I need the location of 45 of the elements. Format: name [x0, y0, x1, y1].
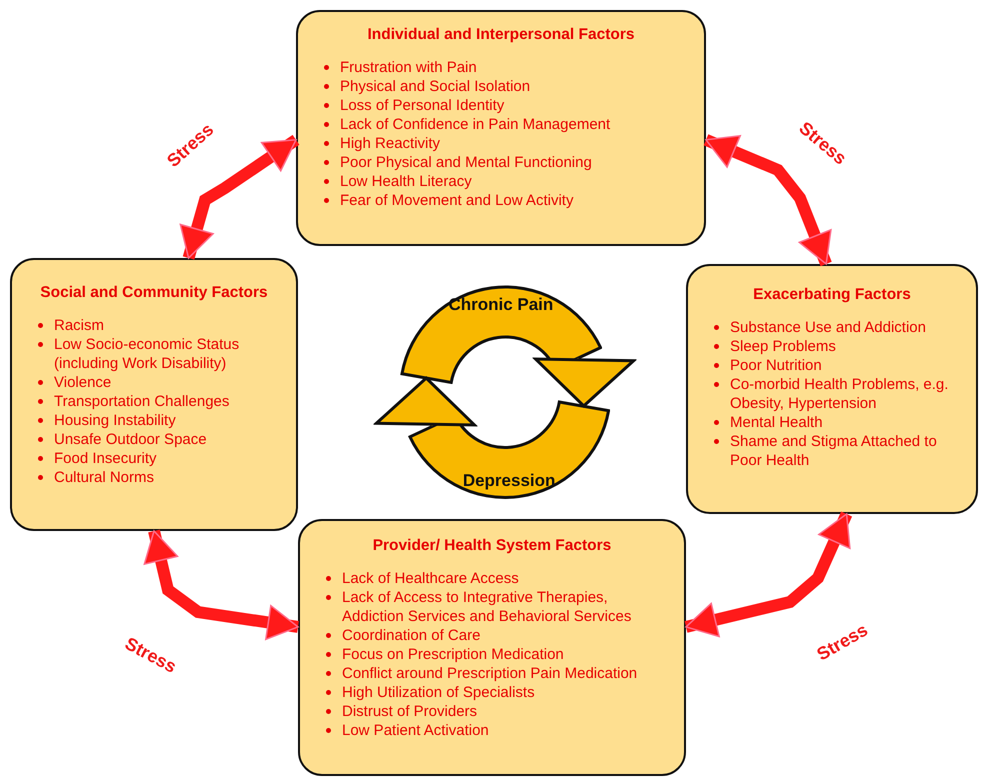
- box-heading: Individual and Interpersonal Factors: [366, 26, 636, 44]
- double-arrow: [180, 134, 300, 260]
- cycle-label: Depression: [462, 470, 556, 491]
- factor-box: [296, 10, 706, 246]
- list-item: Lack of Access to Integrative Therapies, Addiction Services and Behavioral Services: [342, 589, 632, 625]
- list-item: Distrust of Providers: [342, 703, 478, 720]
- list-item: Low Patient Activation: [342, 722, 489, 739]
- list-item: Violence: [54, 374, 112, 391]
- list-item: Poor Nutrition: [730, 357, 822, 374]
- list-item: Substance Use and Addiction: [730, 319, 926, 336]
- double-arrow: [144, 530, 299, 640]
- list-item: Lack of Healthcare Access: [342, 570, 519, 587]
- list-item: High Utilization of Specialists: [342, 684, 535, 701]
- list-item: Poor Physical and Mental Functioning: [340, 154, 592, 171]
- factor-box: [10, 258, 298, 531]
- list-item: Mental Health: [730, 414, 823, 431]
- list-item: Physical and Social Isolation: [340, 78, 530, 95]
- list-item: Coordination of Care: [342, 627, 480, 644]
- list-item: Racism: [54, 317, 104, 334]
- list-item: Loss of Personal Identity: [340, 97, 504, 114]
- double-arrow: [704, 134, 832, 266]
- factor-box: [298, 519, 686, 776]
- list-item: Unsafe Outdoor Space: [54, 431, 207, 448]
- list-item: High Reactivity: [340, 135, 440, 152]
- box-heading: Social and Community Factors: [39, 284, 269, 302]
- list-item: Fear of Movement and Low Activity: [340, 192, 574, 209]
- list-item: Lack of Confidence in Pain Management: [340, 116, 610, 133]
- list-item: Focus on Prescription Medication: [342, 646, 564, 663]
- list-item: Sleep Problems: [730, 338, 836, 355]
- list-item: Low Socio-economic Status (including Work Disability): [54, 336, 240, 372]
- box-heading: Exacerbating Factors: [752, 286, 912, 304]
- double-arrow: [684, 512, 852, 638]
- list-item: Cultural Norms: [54, 469, 154, 486]
- box-heading: Provider/ Health System Factors: [372, 537, 612, 555]
- factor-box: [686, 264, 978, 514]
- cycle-arrow: [534, 358, 636, 408]
- list-item: Co-morbid Health Problems, e.g. Obesity, Hypertension: [730, 376, 948, 412]
- cycle-arrow: [374, 376, 476, 426]
- list-item: Food Insecurity: [54, 450, 157, 467]
- list-item: Frustration with Pain: [340, 59, 477, 76]
- list-item: Low Health Literacy: [340, 173, 472, 190]
- list-item: Housing Instability: [54, 412, 176, 429]
- list-item: Transportation Challenges: [54, 393, 230, 410]
- list-item: Shame and Stigma Attached to Poor Health: [730, 433, 937, 469]
- list-item: Conflict around Prescription Pain Medication: [342, 665, 638, 682]
